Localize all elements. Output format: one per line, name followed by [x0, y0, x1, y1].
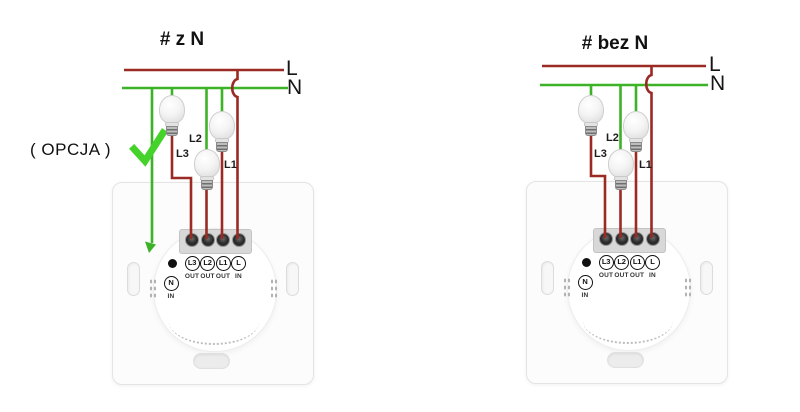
bulb-label-l2: L2	[189, 133, 202, 145]
bulb-base	[166, 126, 178, 136]
bottom-notch	[193, 353, 230, 369]
terminal-screw-l	[231, 233, 246, 247]
bulb-base	[630, 142, 642, 152]
terminal-screw-l2	[200, 233, 215, 247]
neutral-terminal-label: N IN	[159, 276, 183, 300]
bottom-notch	[607, 352, 644, 368]
switch-panel: L3 OUT L2 OUT L1 OUT L IN N IN	[112, 182, 314, 385]
live-line-label: L	[709, 53, 721, 76]
diagram-title: # z N	[159, 29, 205, 50]
bulb-glass	[159, 95, 185, 124]
bulb-base	[614, 180, 627, 190]
live-line-label: L	[286, 57, 298, 80]
terminal-screw-l	[645, 232, 660, 246]
led-dot	[582, 258, 591, 267]
terminal-label-l1: L1 OUT	[215, 256, 231, 280]
terminal-label-l: L IN	[641, 255, 665, 279]
terminal-label-l1: L1 OUT	[629, 255, 645, 279]
light-bulb-l2	[607, 149, 634, 191]
diagram-title: # bez N	[581, 33, 649, 54]
light-bulb-l2	[193, 149, 220, 191]
bulb-label-l3: L3	[176, 148, 189, 160]
terminal-label-l2: L2 OUT	[614, 255, 629, 279]
terminal-label-l3: L3 OUT	[184, 256, 200, 280]
neutral-line-label: N	[710, 72, 726, 95]
mounting-slot-left	[127, 262, 140, 296]
terminal-screw-l1	[216, 233, 230, 247]
diagram-without-neutral: # bez N L N L3	[400, 0, 800, 412]
terminal-screw-l3	[185, 233, 199, 247]
bulb-base	[216, 142, 228, 152]
option-label: ( OPCJA )	[30, 140, 112, 159]
bulb-glass	[193, 149, 220, 178]
bulb-label-l2: L2	[606, 132, 619, 144]
bulb-label-l1: L1	[224, 159, 237, 171]
bulb-base	[200, 180, 213, 190]
light-bulb-l1	[623, 111, 649, 153]
vent-dots-right	[270, 278, 278, 300]
vent-dots-right	[684, 277, 692, 299]
light-bulb-l3	[159, 95, 185, 137]
bulb-label-l1: L1	[639, 159, 652, 171]
bulb-glass	[623, 111, 649, 140]
mounting-slot-right	[286, 262, 299, 296]
vent-dots-left	[563, 277, 571, 299]
terminal-label-l3: L3 OUT	[598, 255, 614, 279]
bulb-glass	[607, 149, 634, 178]
bulb-glass	[578, 95, 604, 124]
bulb-glass	[209, 111, 235, 140]
neutral-terminal-label: N IN	[573, 275, 597, 299]
switch-panel: L3 OUT L2 OUT L1 OUT L IN N IN	[526, 181, 728, 384]
mounting-slot-right	[700, 261, 713, 295]
bulb-label-l3: L3	[594, 148, 607, 160]
dotted-arc	[169, 299, 259, 345]
vent-dots-left	[149, 278, 157, 300]
light-bulb-l1	[209, 111, 235, 153]
checkmark-icon	[129, 128, 168, 167]
diagram-with-neutral: # z N L N ( OPCJA )	[30, 29, 314, 385]
terminal-screw-l2	[614, 232, 629, 246]
mounting-slot-left	[541, 261, 554, 295]
terminal-screw-l1	[630, 232, 644, 246]
led-dot	[168, 259, 177, 268]
neutral-line-label: N	[287, 76, 303, 99]
terminal-label-l2: L2 OUT	[200, 256, 215, 280]
terminal-label-l: L IN	[227, 256, 251, 280]
dotted-arc	[583, 298, 673, 344]
bulb-base	[585, 126, 597, 136]
terminal-screw-l3	[599, 232, 613, 246]
light-bulb-l3	[578, 95, 604, 137]
